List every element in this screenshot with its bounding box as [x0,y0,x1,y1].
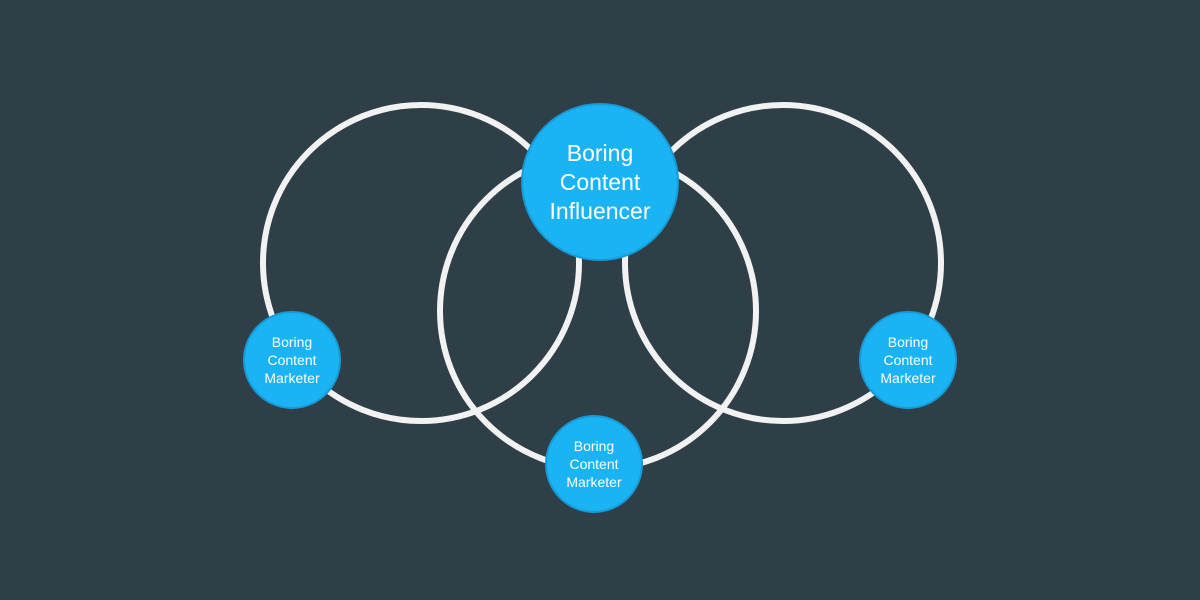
node-left-line-3: Marketer [264,370,320,386]
node-left-marketer: Boring Content Marketer [243,311,341,409]
node-right-marketer: Boring Content Marketer [859,311,957,409]
right-ring [622,102,944,424]
node-bottom-line-1: Boring [573,438,615,454]
node-bottom-label: Boring Content Marketer [566,437,621,491]
node-bottom-line-3: Marketer [566,474,622,490]
node-bottom-line-2: Content [569,456,619,472]
node-right-label: Boring Content Marketer [880,333,935,387]
node-center-line-2: Content [559,168,641,195]
node-left-line-2: Content [267,352,317,368]
node-left-line-1: Boring [271,334,313,350]
node-center-influencer: Boring Content Influencer [521,103,679,261]
node-center-label: Boring Content Influencer [549,139,650,226]
node-center-line-3: Influencer [549,197,651,224]
node-left-label: Boring Content Marketer [264,333,319,387]
node-bottom-marketer: Boring Content Marketer [545,415,643,513]
node-right-line-3: Marketer [880,370,936,386]
node-right-line-2: Content [883,352,933,368]
node-right-line-1: Boring [887,334,929,350]
left-ring [260,102,582,424]
node-center-line-1: Boring [566,139,634,166]
